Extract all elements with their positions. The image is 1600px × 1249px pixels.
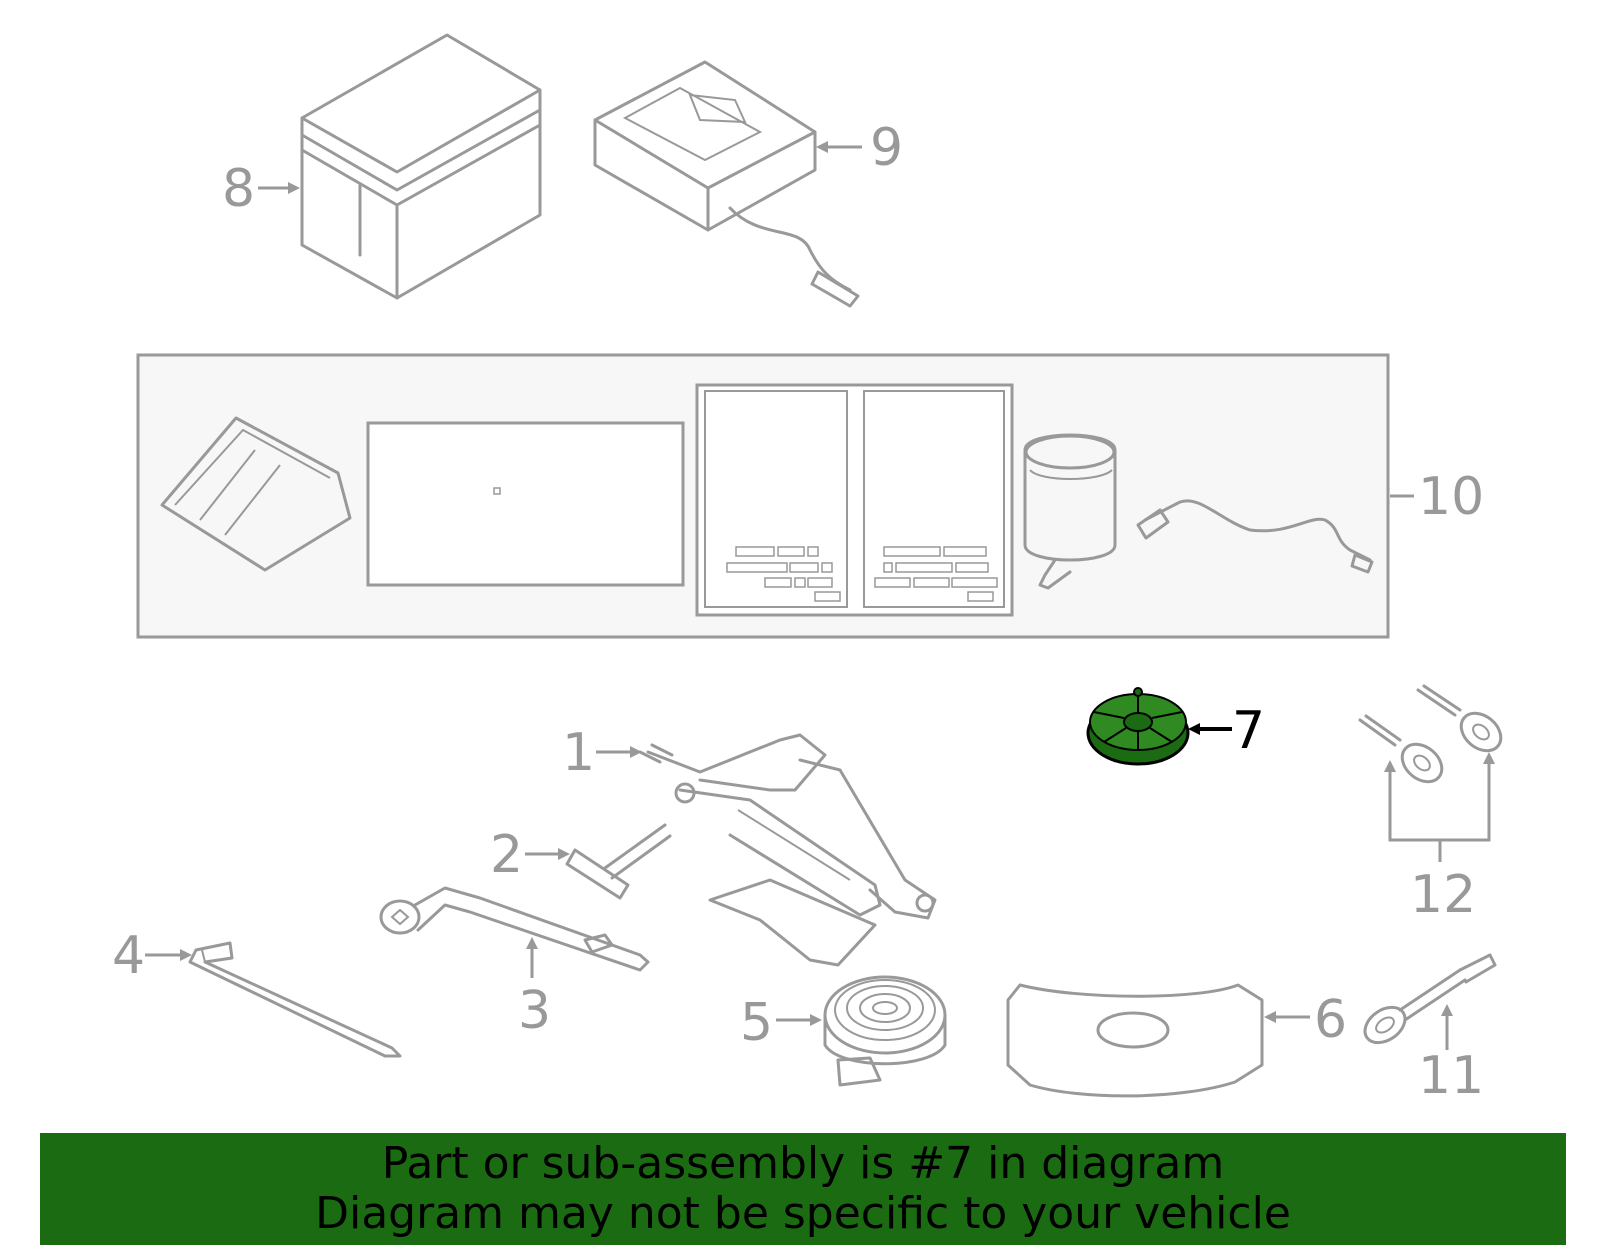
part-12-tow-bolts[interactable] xyxy=(1358,684,1508,789)
callout-9[interactable]: 9 xyxy=(870,118,903,178)
callout-1[interactable]: 1 xyxy=(562,723,595,783)
callout-8[interactable]: 8 xyxy=(222,159,255,219)
part-8-storage-box[interactable] xyxy=(300,33,542,300)
part-1-jack[interactable] xyxy=(638,733,937,967)
callout-10[interactable]: 10 xyxy=(1418,467,1484,527)
callout-12-bracket xyxy=(1388,760,1491,842)
callout-12[interactable]: 12 xyxy=(1410,865,1476,925)
callout-7[interactable]: 7 xyxy=(1232,701,1265,761)
callout-2[interactable]: 2 xyxy=(490,825,523,885)
part-3-wrench[interactable] xyxy=(379,886,650,972)
part-11-tow-eye[interactable] xyxy=(1358,953,1497,1050)
banner-line-1: Part or sub-assembly is #7 in diagram xyxy=(381,1138,1225,1189)
banner-line-2: Diagram may not be specific to your vehi… xyxy=(315,1188,1291,1239)
part-9-compressor[interactable] xyxy=(593,60,860,308)
callout-3[interactable]: 3 xyxy=(518,981,551,1041)
callout-5[interactable]: 5 xyxy=(740,993,773,1053)
part-5-pad[interactable] xyxy=(823,975,947,1087)
part-4-bar[interactable] xyxy=(188,941,402,1058)
part-10-kit-panel[interactable] xyxy=(136,353,1390,639)
callout-6[interactable]: 6 xyxy=(1314,990,1347,1050)
info-banner: Part or sub-assembly is #7 in diagram Di… xyxy=(40,1133,1566,1245)
part-7-highlighted[interactable] xyxy=(1086,687,1190,766)
part-6-tray[interactable] xyxy=(1006,983,1264,1098)
callout-4[interactable]: 4 xyxy=(112,926,145,986)
callout-11[interactable]: 11 xyxy=(1418,1046,1484,1106)
part-2-bolt[interactable] xyxy=(565,823,672,900)
